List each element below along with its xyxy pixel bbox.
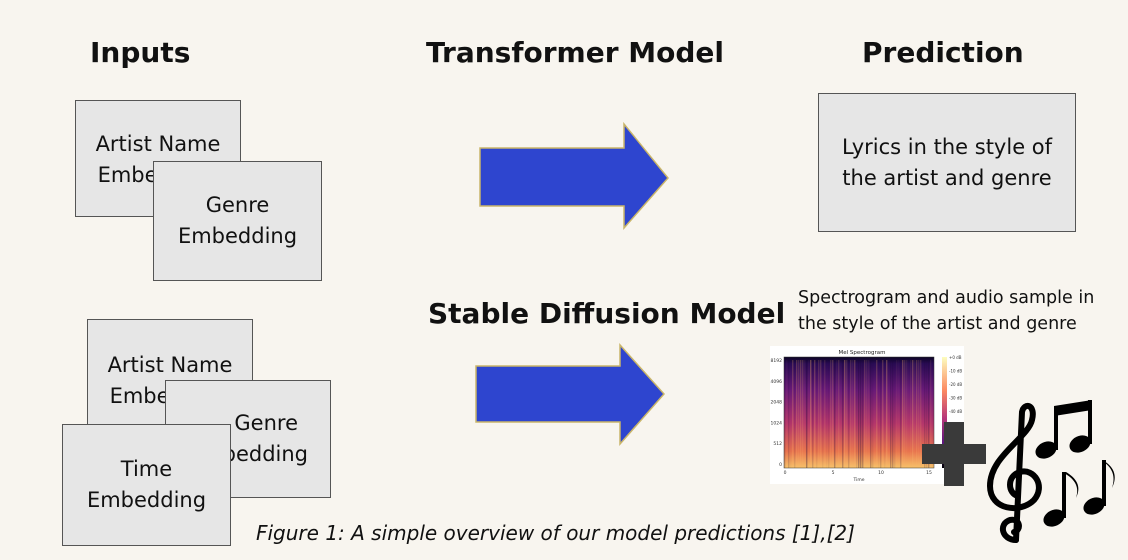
transformer-model-heading: Transformer Model <box>426 36 725 69</box>
spectrogram-y-tick: 1024 <box>771 420 783 426</box>
transformer-arrow-icon <box>479 121 669 230</box>
artist-name-label-2-line1: Artist Name <box>107 353 233 377</box>
spectrogram-colorbar-tick: -20 dB <box>949 382 962 387</box>
artist-name-label-2-line2: Embe <box>109 384 170 408</box>
stable-diffusion-arrow-icon <box>475 343 666 446</box>
spectrogram-y-tick: 512 <box>773 441 782 447</box>
spectrogram-colorbar-tick: -10 dB <box>949 369 962 374</box>
artist-name-label-line1: Artist Name <box>95 132 221 156</box>
lyrics-prediction-box: Lyrics in the style of the artist and ge… <box>818 93 1076 232</box>
spectrogram-colorbar <box>942 357 947 468</box>
audio-output-description: Spectrogram and audio sample in the styl… <box>798 285 1094 337</box>
spectrogram-x-tick: 0 <box>784 470 787 476</box>
lyrics-line2: the artist and genre <box>842 165 1052 190</box>
spectrogram-y-tick: 0 <box>779 462 782 468</box>
spectrogram-y-tick: 4096 <box>771 379 783 385</box>
time-label-line1: Time <box>120 457 173 481</box>
spectrogram-title: Mel Spectrogram <box>839 350 886 356</box>
spectrogram-plot <box>784 357 934 468</box>
time-label-line2: Embedding <box>86 488 207 512</box>
spectrogram-texture <box>784 360 932 468</box>
artist-name-label-line2: Embe <box>97 163 158 187</box>
inputs-heading: Inputs <box>90 36 191 69</box>
mel-spectrogram-image: Mel Spectrogram 8192 4096 2048 1024 512 0 0 5 1… <box>770 346 964 484</box>
spectrogram-x-tick: 10 <box>878 470 884 476</box>
spectrogram-colorbar-tick: +0 dB <box>949 355 962 360</box>
genre-label-2-line2: bedding <box>222 442 308 466</box>
genre-label-2-line1: Genre <box>234 411 298 435</box>
stable-diffusion-model-heading: Stable Diffusion Model <box>428 297 786 330</box>
prediction-heading: Prediction <box>862 36 1024 69</box>
genre-label-line2: Embedding <box>177 224 298 248</box>
audio-output-line2: the style of the artist and genre <box>798 314 1077 334</box>
audio-output-line1: Spectrogram and audio sample in <box>798 288 1095 308</box>
lyrics-line1: Lyrics in the style of <box>841 134 1053 159</box>
figure-caption: Figure 1: A simple overview of our model… <box>256 521 855 545</box>
spectrogram-x-tick: 15 <box>926 470 932 476</box>
spectrogram-x-tick: 5 <box>832 470 835 476</box>
genre-label-line1: Genre <box>205 193 270 217</box>
spectrogram-y-tick: 8192 <box>771 358 783 364</box>
plus-icon <box>922 422 986 486</box>
treble-clef-icon <box>986 402 1042 543</box>
spectrogram-x-label: Time <box>852 477 864 483</box>
genre-embedding-box: Genre Embedding <box>153 161 322 281</box>
spectrogram-y-tick: 2048 <box>771 400 783 406</box>
time-embedding-box: Time Embedding <box>62 424 231 546</box>
spectrogram-colorbar-tick: -30 dB <box>949 396 962 401</box>
spectrogram-colorbar-tick: -40 dB <box>949 409 962 414</box>
music-notes-icon <box>986 400 1115 543</box>
